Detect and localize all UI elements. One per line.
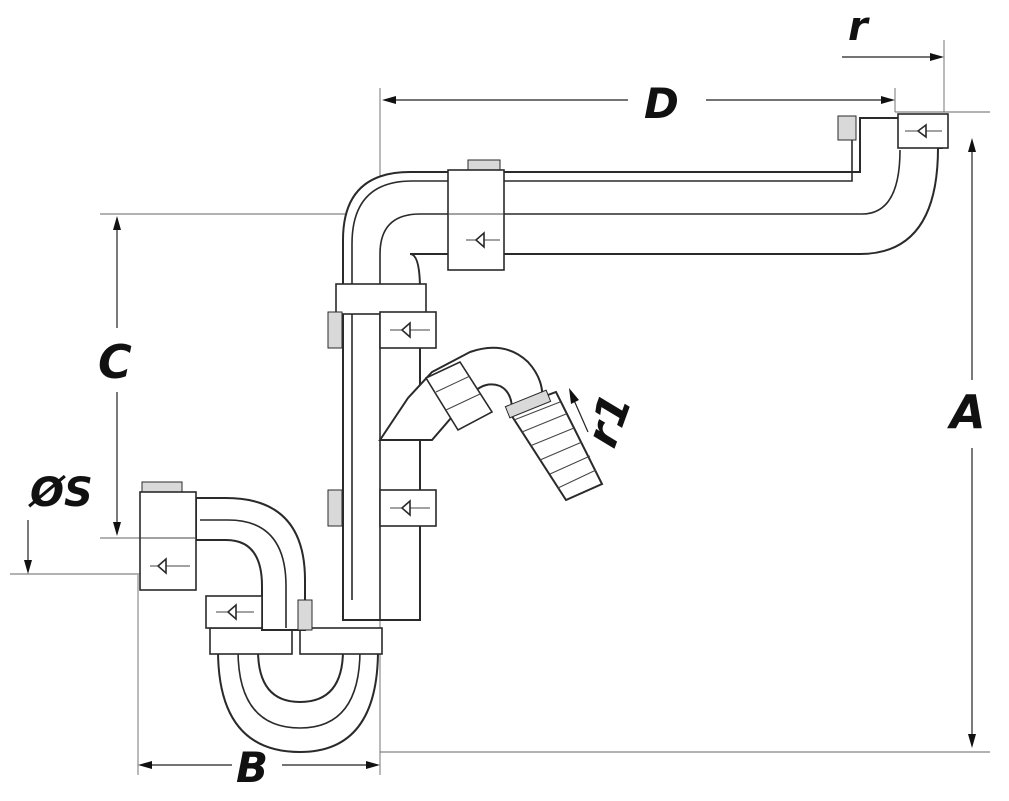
standpipe-lower-nut: [327, 489, 437, 527]
label-b: B: [236, 743, 268, 792]
label-r1: r1: [576, 387, 642, 454]
outlet-arm: [342, 113, 949, 621]
dimension-b: [138, 761, 380, 769]
dimension-r: [842, 53, 944, 61]
hose-connector-branch: [378, 346, 604, 502]
label-r: r: [848, 4, 870, 50]
arm-coupling-nut: [447, 159, 505, 271]
label-a: A: [947, 385, 986, 439]
dimension-s: [24, 520, 32, 574]
extension-lines: [10, 40, 990, 775]
inlet-nut: [139, 481, 197, 591]
dimension-d: [382, 96, 895, 104]
dimension-c: [113, 216, 121, 536]
u-trap: [209, 627, 383, 754]
standpipe-upper-nut: [327, 283, 437, 349]
dimension-r1: [569, 388, 589, 433]
label-d: D: [644, 79, 679, 128]
label-s: ØS: [28, 470, 93, 516]
inlet-elbow: [195, 497, 313, 631]
label-c: C: [98, 335, 132, 389]
dimension-a: [968, 138, 976, 748]
